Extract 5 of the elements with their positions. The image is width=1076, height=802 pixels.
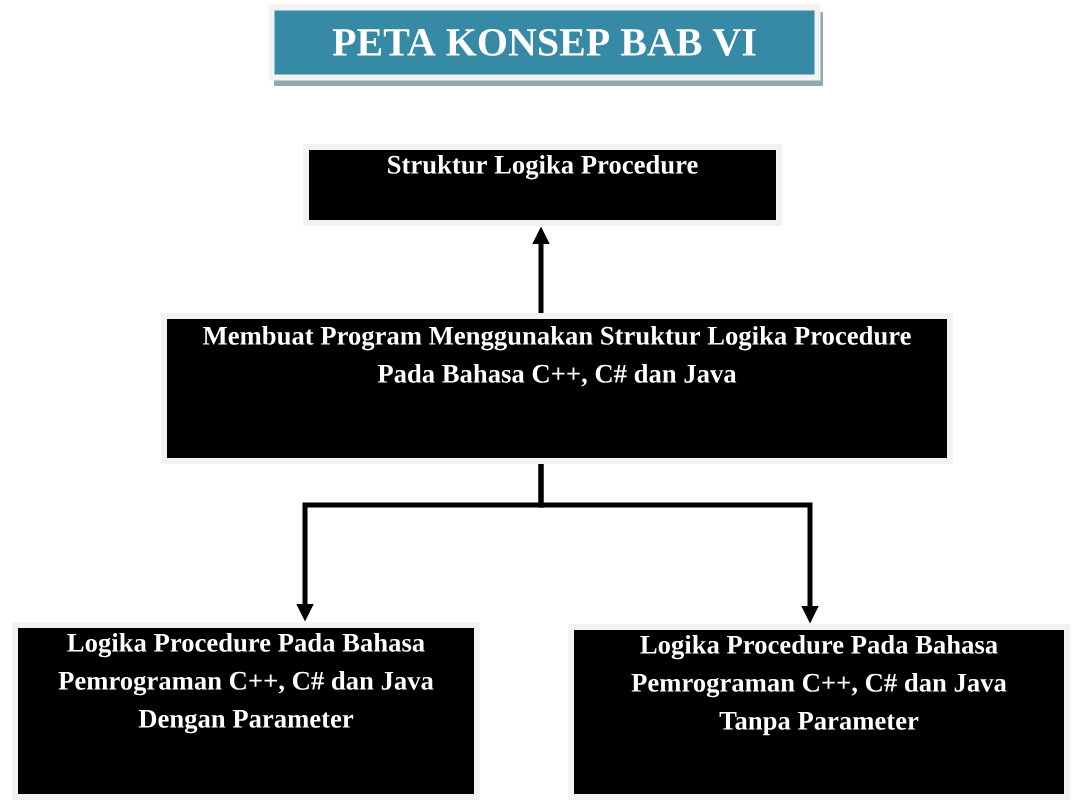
concept-box: Logika Procedure Pada Bahasa Pemrograman C++, C# dan Java Tanpa Parameter <box>568 624 1070 800</box>
title-banner: PETA KONSEP BAB VI <box>268 4 823 86</box>
concept-box: Membuat Program Menggunakan Struktur Logika Procedure Pada Bahasa C++, C# dan Java <box>161 313 953 464</box>
concept-box: Logika Procedure Pada Bahasa Pemrograman C++, C# dan Java Dengan Parameter <box>12 622 480 800</box>
concept-box: Struktur Logika Procedure <box>303 144 782 226</box>
